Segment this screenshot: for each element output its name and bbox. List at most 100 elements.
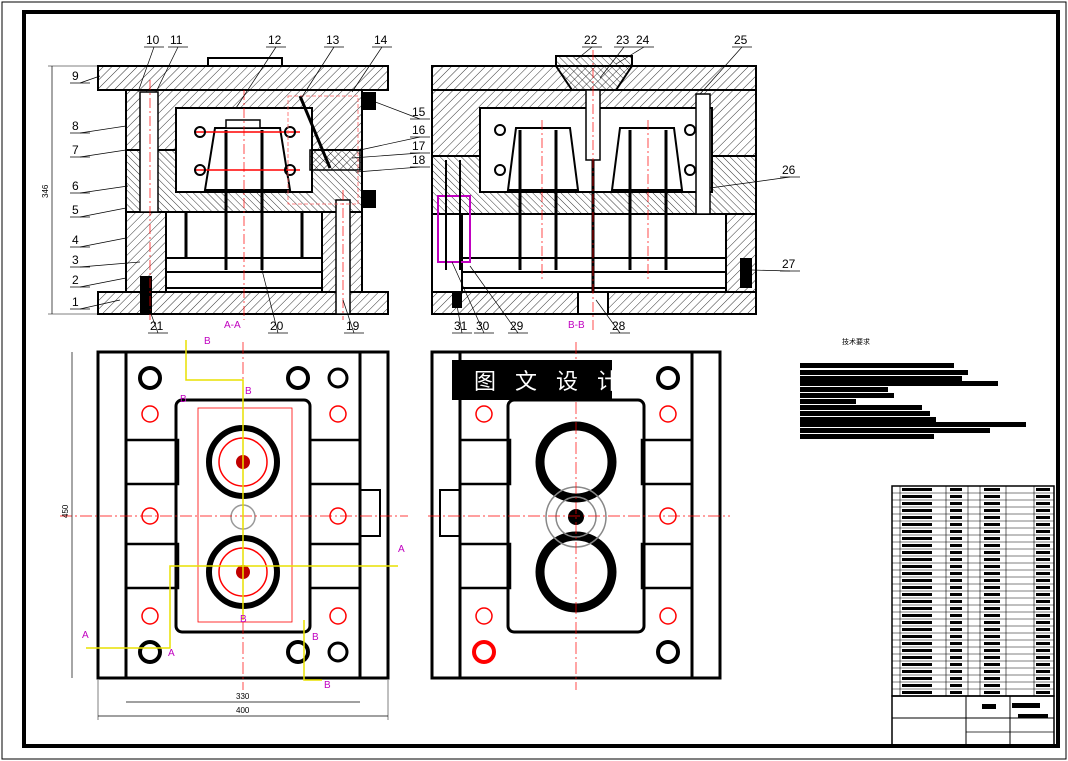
parts-list-cell xyxy=(1036,572,1050,575)
parts-list-cell xyxy=(984,544,1000,547)
plan-view-fixed xyxy=(60,340,408,720)
parts-list-table xyxy=(891,485,1055,697)
dim-height: 346 xyxy=(41,184,50,198)
parts-list-cell xyxy=(902,502,932,505)
parts-list-cell xyxy=(984,586,1000,589)
parts-list-cell xyxy=(902,551,932,554)
parts-list-cell xyxy=(950,614,962,617)
callout-leader xyxy=(351,152,421,159)
parts-list-cell xyxy=(950,551,962,554)
dim-plan-height: 450 xyxy=(61,504,70,518)
parts-list-cell xyxy=(984,509,1000,512)
parts-list-cell xyxy=(902,565,932,568)
section-aa-view xyxy=(48,57,389,320)
parts-list-cell xyxy=(950,530,962,533)
parts-list-cell xyxy=(950,649,962,652)
title-block xyxy=(891,695,1055,747)
parts-list-cell xyxy=(984,558,1000,561)
part-label-20: 20 xyxy=(270,319,284,333)
callout-leader xyxy=(261,269,279,334)
section-mark-b6: B xyxy=(324,680,331,691)
parts-list-cell xyxy=(1036,523,1050,526)
parts-list-cell xyxy=(902,572,932,575)
part-label-3: 3 xyxy=(72,253,79,267)
part-label-6: 6 xyxy=(72,179,79,193)
part-label-29: 29 xyxy=(510,319,524,333)
part-label-14: 14 xyxy=(374,33,388,47)
parts-list-cell xyxy=(984,635,1000,638)
callout-leader xyxy=(137,46,155,93)
parts-list-cell xyxy=(984,621,1000,624)
callout-leader xyxy=(359,136,421,151)
parts-list-cell xyxy=(950,600,962,603)
callout-leader xyxy=(145,299,159,334)
parts-list-cell xyxy=(950,502,962,505)
parts-list-cell xyxy=(984,628,1000,631)
parts-list-cell xyxy=(902,677,932,680)
parts-list-cell xyxy=(902,628,932,631)
parts-list-cell xyxy=(1036,565,1050,568)
callout-leader xyxy=(79,237,127,248)
section-label-bb: B-B xyxy=(568,320,585,331)
parts-list-cell xyxy=(950,586,962,589)
parts-list-cell xyxy=(950,579,962,582)
part-label-4: 4 xyxy=(72,233,79,247)
section-label-aa: A-A xyxy=(224,320,241,331)
part-label-7: 7 xyxy=(72,143,79,157)
parts-list-cell xyxy=(1036,488,1050,491)
parts-list-cell xyxy=(984,593,1000,596)
parts-list-cell xyxy=(1036,509,1050,512)
section-mark-b4: B xyxy=(240,614,247,625)
parts-list-cell xyxy=(950,663,962,666)
parts-list-cell xyxy=(1036,600,1050,603)
part-label-17: 17 xyxy=(412,139,426,153)
part-label-8: 8 xyxy=(72,119,79,133)
parts-list-cell xyxy=(984,663,1000,666)
parts-list-cell xyxy=(1036,663,1050,666)
part-label-2: 2 xyxy=(72,273,79,287)
part-label-24: 24 xyxy=(636,33,650,47)
callout-leader xyxy=(299,46,335,101)
parts-list-cell xyxy=(984,516,1000,519)
parts-list-cell xyxy=(902,544,932,547)
tech-requirements-block xyxy=(800,363,1026,439)
parts-list-cell xyxy=(984,684,1000,687)
parts-list-cell xyxy=(984,530,1000,533)
parts-list-cell xyxy=(902,558,932,561)
section-mark-a3: A xyxy=(168,648,175,659)
parts-list-cell xyxy=(950,516,962,519)
parts-list-cell xyxy=(950,495,962,498)
parts-list-cell xyxy=(950,677,962,680)
parts-list-cell xyxy=(984,551,1000,554)
parts-list-cell xyxy=(902,509,932,512)
parts-list-cell xyxy=(1036,516,1050,519)
parts-list-cell xyxy=(1036,537,1050,540)
parts-list-cell xyxy=(984,670,1000,673)
part-label-1: 1 xyxy=(72,295,79,309)
callout-leader xyxy=(355,166,421,173)
part-label-15: 15 xyxy=(412,105,426,119)
parts-list-cell xyxy=(1036,586,1050,589)
parts-list-cell xyxy=(1036,635,1050,638)
parts-list-cell xyxy=(902,593,932,596)
section-mark-b1: B xyxy=(204,336,211,347)
parts-list-cell xyxy=(902,495,932,498)
part-label-21: 21 xyxy=(150,319,164,333)
parts-list-cell xyxy=(1036,691,1050,694)
callout-leader xyxy=(79,75,101,84)
callout-leader xyxy=(599,46,625,79)
parts-list-cell xyxy=(950,488,962,491)
callout-leader xyxy=(699,46,743,95)
callout-leader xyxy=(595,299,621,334)
parts-list-cell xyxy=(950,642,962,645)
callout-leader xyxy=(351,46,383,93)
parts-list-cell xyxy=(902,600,932,603)
parts-list-cell xyxy=(1036,530,1050,533)
section-bb-view xyxy=(431,50,757,330)
parts-list-cell xyxy=(1036,642,1050,645)
parts-list-cell xyxy=(950,523,962,526)
parts-list-cell xyxy=(950,558,962,561)
parts-list-cell xyxy=(1036,621,1050,624)
